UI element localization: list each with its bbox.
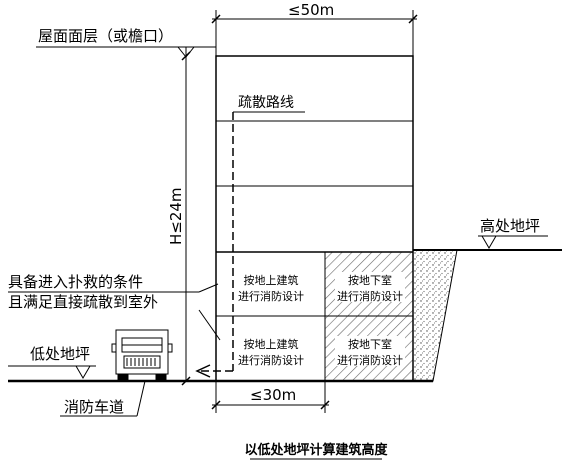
fire-lane-label: 消防车道	[64, 398, 124, 416]
below-design-upper-2: 进行消防设计	[337, 289, 403, 303]
low-ground-label: 低处地坪	[30, 345, 90, 363]
diagram-caption: 以低处地坪计算建筑高度	[244, 442, 388, 458]
width-top-label: ≤50m	[288, 1, 334, 19]
above-design-lower-2: 进行消防设计	[238, 353, 304, 367]
evac-route-label: 疏散路线	[238, 95, 294, 111]
above-design-upper-2: 进行消防设计	[238, 289, 304, 303]
below-design-upper-1: 按地下室	[348, 273, 392, 287]
fire-truck-icon	[111, 329, 173, 382]
rescue-label-1: 具备进入扑救的条件	[8, 273, 143, 291]
earth-fill	[412, 249, 458, 382]
height-label: H≤24m	[167, 187, 185, 245]
width-bottom-label: ≤30m	[250, 386, 296, 404]
above-design-lower-1: 按地上建筑	[244, 337, 299, 351]
roof-label: 屋面面层（或檐口）	[38, 27, 173, 45]
evac-arrow	[195, 364, 211, 378]
rescue-label-2: 且满足直接疏散到室外	[8, 293, 158, 311]
above-design-upper-1: 按地上建筑	[244, 273, 299, 287]
high-ground-label: 高处地坪	[480, 217, 540, 235]
below-design-lower-1: 按地下室	[348, 337, 392, 351]
high-ground-marker	[481, 235, 497, 249]
below-design-lower-2: 进行消防设计	[337, 353, 403, 367]
low-ground-marker	[75, 365, 91, 379]
